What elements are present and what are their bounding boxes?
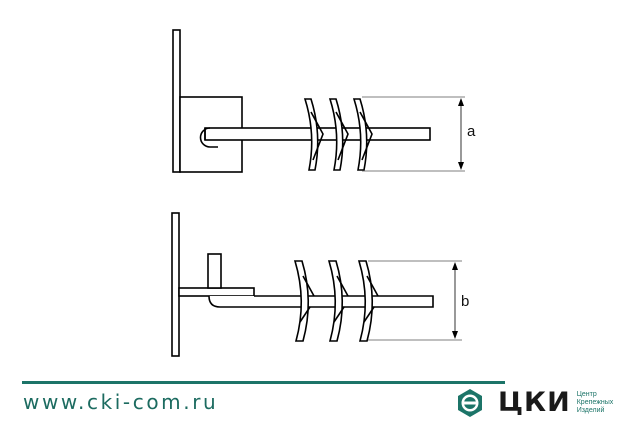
dimension-label-a: a <box>467 123 476 140</box>
fastener-drawing: a b <box>171 29 476 357</box>
company-logo: ЦКИ Центр Крепежных Изделий <box>455 388 613 418</box>
dimension-label-b: b <box>461 293 469 310</box>
spring-wings-side <box>293 260 379 342</box>
logo-name: ЦКИ <box>498 387 571 418</box>
side-view <box>171 212 462 357</box>
hexagon-logo-icon <box>458 389 482 417</box>
footer-divider <box>22 381 505 384</box>
logo-subtitle: Центр Крепежных Изделий <box>577 391 614 415</box>
dimension-a <box>362 96 465 172</box>
top-view <box>172 29 465 173</box>
spring-wings-top <box>303 98 373 171</box>
website-link[interactable]: www.cki-com.ru <box>23 390 219 414</box>
logo-subtitle-line: Крепежных <box>576 399 614 406</box>
dimension-b <box>368 260 462 341</box>
logo-subtitle-line: Изделий <box>576 407 605 414</box>
logo-subtitle-line: Центр <box>576 391 597 398</box>
